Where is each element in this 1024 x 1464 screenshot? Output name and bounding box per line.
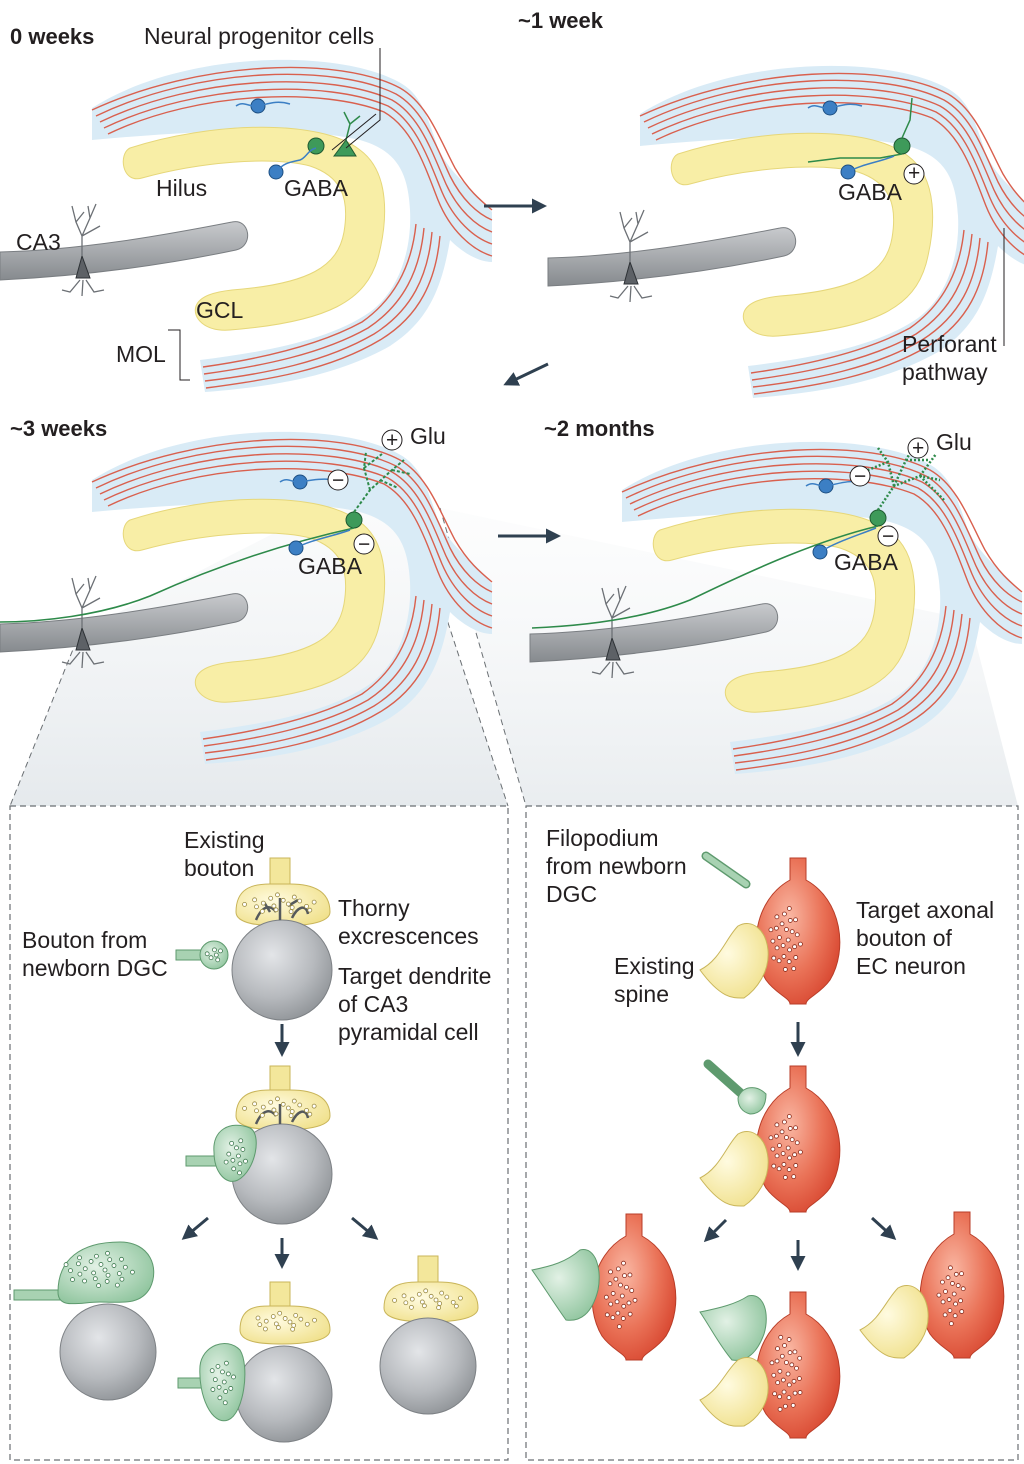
sign-minus-m2a: − (854, 465, 866, 488)
vesicle-dots (204, 947, 223, 963)
label-existing-bouton-1: Existing (184, 827, 265, 853)
vesicle-dots (63, 1250, 135, 1288)
inset-left-diagram (13, 857, 479, 1443)
label-neural-progenitor: Neural progenitor cells (144, 23, 374, 49)
sign-minus-w3a: − (332, 469, 344, 492)
vesicle-dots (242, 1096, 317, 1119)
zoom-fan-left (10, 470, 508, 806)
label-bouton-newborn-2: newborn DGC (22, 955, 168, 981)
vesicle-dots (255, 1310, 317, 1332)
vesicle-dots (769, 1334, 803, 1412)
sign-plus-m2: + (912, 437, 924, 460)
sign-plus-w1: + (908, 162, 920, 185)
vesicle-dots (209, 1360, 236, 1406)
label-existing-spine-2: spine (614, 981, 669, 1007)
vesicle-dots (242, 892, 317, 915)
label-target-dendrite-2: of CA3 (338, 991, 408, 1017)
label-hilus: Hilus (156, 175, 207, 201)
label-thorny-2: excrescences (338, 923, 479, 949)
label-filopodium-2: from newborn (546, 853, 687, 879)
label-gaba-m2: GABA (834, 549, 899, 575)
panel-1-week (547, 65, 1024, 399)
label-gaba: GABA (284, 175, 349, 201)
label-target-dendrite-1: Target dendrite (338, 963, 491, 989)
label-gaba-w3: GABA (298, 553, 363, 579)
label-pathway: pathway (902, 359, 988, 385)
panel-2-months (529, 437, 1023, 775)
sign-plus-w3: + (386, 429, 398, 452)
arrow-down-left (503, 362, 549, 386)
label-filopodium-1: Filopodium (546, 825, 659, 851)
label-target-dendrite-3: pyramidal cell (338, 1019, 479, 1045)
vesicle-dots (936, 1265, 966, 1326)
label-glu-w3: Glu (410, 423, 446, 449)
panel-title-0-weeks: 0 weeks (10, 24, 94, 49)
inset-right-box (525, 805, 1019, 1461)
label-bouton-newborn-1: Bouton from (22, 927, 147, 953)
label-mol: MOL (116, 341, 166, 367)
label-ca3: CA3 (16, 229, 61, 255)
inset-left-box (9, 805, 509, 1461)
label-target-axonal-2: bouton of (856, 925, 953, 951)
panel-0-weeks (0, 48, 493, 393)
panel-3-weeks (0, 429, 493, 765)
vesicle-dots (392, 1288, 463, 1311)
label-existing-bouton-2: bouton (184, 855, 254, 881)
vesicle-dots (768, 1114, 803, 1180)
panel-title-2-months: ~2 months (544, 416, 655, 441)
vesicle-dots (768, 906, 803, 972)
label-target-axonal-3: EC neuron (856, 953, 966, 979)
sign-minus-w3b: − (358, 533, 370, 556)
vesicle-dots (223, 1138, 248, 1176)
vesicle-dots (603, 1260, 638, 1330)
label-gcl: GCL (196, 297, 244, 323)
label-perforant: Perforant (902, 331, 997, 357)
label-existing-spine-1: Existing (614, 953, 695, 979)
inset-right-diagram (531, 851, 1005, 1439)
panel-title-1-week: ~1 week (518, 8, 604, 33)
panel-title-3-weeks: ~3 weeks (10, 416, 107, 441)
label-thorny-1: Thorny (338, 895, 410, 921)
label-glu-m2: Glu (936, 429, 972, 455)
label-gaba-w1: GABA (838, 179, 903, 205)
label-filopodium-3: DGC (546, 881, 597, 907)
label-target-axonal-1: Target axonal (856, 897, 994, 923)
sign-minus-m2b: − (882, 525, 894, 548)
